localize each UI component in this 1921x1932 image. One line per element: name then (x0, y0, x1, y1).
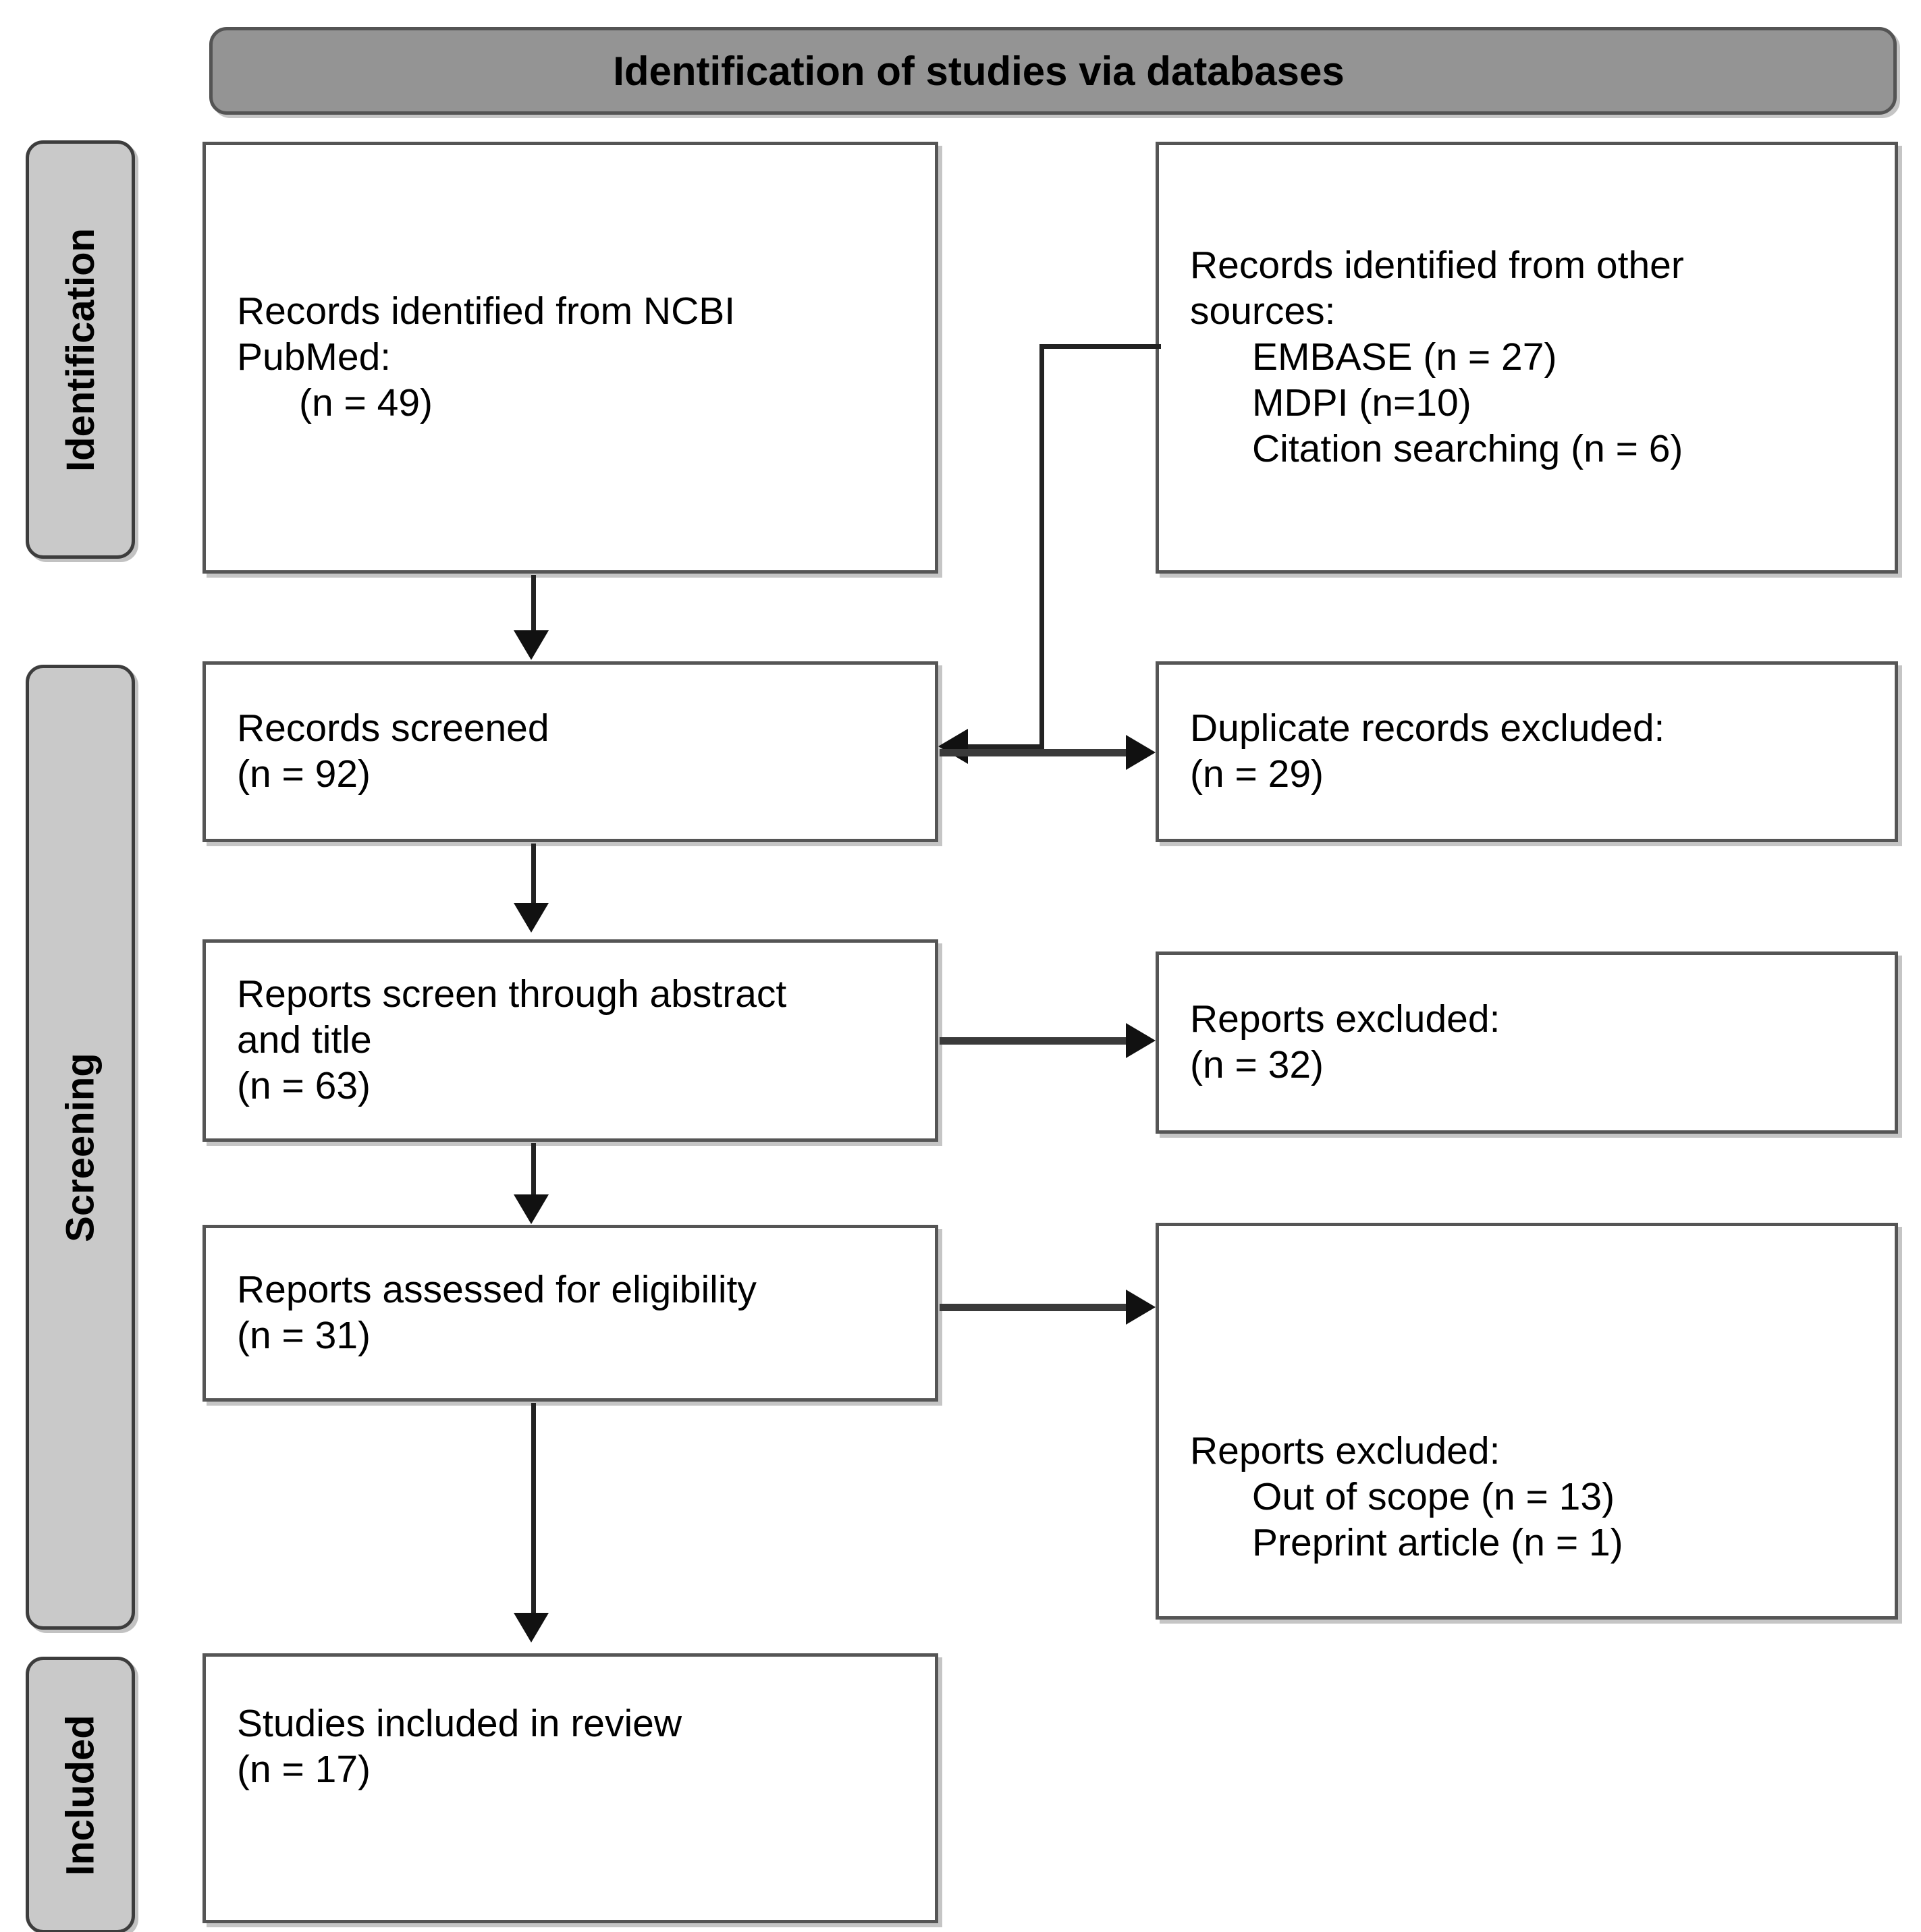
node-line-count: (n = 92) (237, 752, 371, 796)
banner-title: Identification of studies via databases (613, 48, 1345, 94)
node-duplicate-records-excluded: Duplicate records excluded: (n = 29) (1156, 661, 1898, 842)
phase-bar-identification: Identification (26, 140, 135, 559)
arrowhead-other-sources-to-screened (938, 729, 968, 764)
node-line-count: (n = 32) (1190, 1043, 1324, 1086)
node-line-count: (n = 29) (1190, 752, 1324, 796)
node-line: Records identified from NCBI (237, 289, 736, 333)
node-line: Reports assessed for eligibility (237, 1268, 757, 1312)
connector-other-sources-horizontal-bottom (967, 744, 1044, 749)
node-line: Reports screen through abstract (237, 972, 787, 1016)
phase-bar-screening: Screening (26, 665, 135, 1630)
connector-eligibility-to-included (531, 1403, 536, 1616)
node-records-identified-pubmed: Records identified from NCBI PubMed: (n … (202, 142, 938, 574)
node-line-count: (n = 17) (237, 1747, 371, 1791)
node-line-embase: EMBASE (n = 27) (1252, 335, 1557, 379)
connector-other-sources-vertical (1039, 344, 1044, 749)
node-reports-assessed-eligibility: Reports assessed for eligibility (n = 31… (202, 1225, 938, 1402)
arrowhead-abstract-to-eligibility (514, 1194, 549, 1224)
node-line-count: (n = 63) (237, 1064, 371, 1107)
node-studies-included-in-review: Studies included in review (n = 17) (202, 1653, 938, 1923)
banner-identification-via-databases: Identification of studies via databases (209, 27, 1897, 115)
phase-bar-included: Included (26, 1657, 135, 1932)
node-line: and title (237, 1018, 372, 1062)
connector-pubmed-to-screened (531, 575, 536, 633)
arrowhead-eligibility-to-excluded (1126, 1290, 1156, 1325)
node-line: Duplicate records excluded: (1190, 707, 1665, 750)
arrowhead-eligibility-to-included (514, 1613, 549, 1643)
node-line-count: (n = 31) (237, 1314, 371, 1357)
node-line: Reports excluded: (1190, 1429, 1500, 1472)
connector-screened-to-duplicates (940, 749, 1129, 756)
node-line-out-of-scope: Out of scope (n = 13) (1252, 1474, 1615, 1518)
connector-screened-to-abstract (531, 844, 536, 904)
node-reports-screened-abstract-title: Reports screen through abstract and titl… (202, 939, 938, 1142)
node-records-screened: Records screened (n = 92) (202, 661, 938, 842)
phase-label-included: Included (58, 1714, 103, 1876)
node-reports-excluded-abstract: Reports excluded: (n = 32) (1156, 951, 1898, 1134)
node-line: Records identified from other (1190, 244, 1684, 287)
connector-eligibility-to-excluded (940, 1304, 1129, 1311)
node-records-identified-other-sources: Records identified from other sources: E… (1156, 142, 1898, 574)
connector-abstract-to-excluded (940, 1037, 1129, 1045)
node-line: Studies included in review (237, 1702, 682, 1745)
connector-other-sources-horizontal-top (1039, 344, 1161, 349)
node-line-mdpi: MDPI (n=10) (1252, 381, 1471, 424)
arrowhead-pubmed-to-screened (514, 630, 549, 660)
arrowhead-screened-to-abstract (514, 903, 549, 933)
node-line-count: (n = 49) (299, 381, 433, 424)
connector-abstract-to-eligibility (531, 1143, 536, 1197)
node-reports-excluded-eligibility: Reports excluded: Out of scope (n = 13) … (1156, 1223, 1898, 1620)
phase-label-identification: Identification (58, 227, 103, 472)
phase-label-screening: Screening (58, 1052, 103, 1242)
node-line-citation-searching: Citation searching (n = 6) (1252, 426, 1683, 470)
arrowhead-abstract-to-excluded (1126, 1023, 1156, 1058)
node-line: Reports excluded: (1190, 997, 1500, 1041)
node-line: sources: (1190, 289, 1336, 333)
arrowhead-screened-to-duplicates (1126, 735, 1156, 770)
node-line: Records screened (237, 707, 549, 750)
node-line-preprint-article: Preprint article (n = 1) (1252, 1520, 1623, 1564)
node-line: PubMed: (237, 335, 391, 379)
